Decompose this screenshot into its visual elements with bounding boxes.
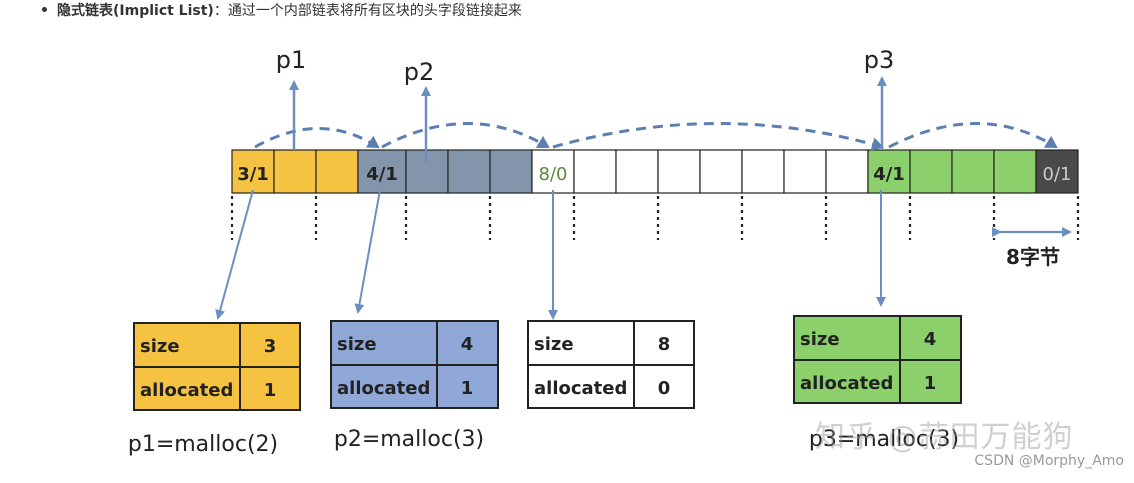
header-label: 4/1 (366, 164, 398, 185)
header-label: 0/1 (1043, 164, 1072, 185)
heap-cell (615, 149, 659, 194)
heap-cell (573, 149, 617, 194)
allocated-label: allocated (337, 378, 430, 399)
heap-cell (909, 149, 953, 194)
bullet-desc: ：通过一个内部链表将所有区块的头字段链接起来 (213, 3, 522, 19)
heap-cell (993, 149, 1037, 194)
allocated-label: allocated (534, 378, 627, 399)
size-value: 4 (461, 334, 474, 355)
pointer-label-p3: p3 (864, 46, 895, 74)
size-value: 8 (658, 334, 671, 355)
heap-cell (315, 149, 359, 194)
header-table-p2: size 4 allocated 1 (330, 320, 499, 409)
header-label: 4/1 (873, 164, 905, 185)
allocated-value: 1 (264, 380, 277, 401)
allocated-label: allocated (800, 373, 893, 394)
pointer-label-p2: p2 (404, 58, 435, 86)
word-size-label: 8字节 (1006, 245, 1060, 269)
heap-row (231, 149, 1079, 194)
heap-cell (489, 149, 533, 194)
header-label: 3/1 (237, 164, 269, 185)
implicit-link-arrow (552, 122, 884, 151)
allocated-value: 1 (461, 378, 474, 399)
size-value: 4 (924, 329, 937, 350)
pointer-arrows (289, 76, 887, 162)
word-boundaries (230, 196, 1080, 240)
heap-cell (447, 149, 491, 194)
heap-cell (783, 149, 827, 194)
zhihu-watermark: 知乎 @蒜田万能狗 (815, 420, 1074, 455)
bullet-line: 隐式链表(Implict List)：通过一个内部链表将所有区块的头字段链接起来 (42, 0, 522, 20)
heap-cell (231, 149, 275, 194)
malloc-caption-p2: p2=malloc(3) (334, 427, 484, 452)
header-table-p3: size 4 allocated 1 (793, 315, 962, 404)
malloc-caption-p3: p3=malloc(3) (809, 427, 959, 452)
size-label: size (534, 334, 574, 355)
heap-cell (357, 149, 407, 194)
implicit-link-arrow (254, 127, 380, 149)
size-label: size (800, 329, 840, 350)
heap-cell (699, 149, 743, 194)
size-label: size (140, 336, 180, 357)
header-detail-arrow (354, 189, 381, 314)
implicit-link-arrow (381, 122, 550, 149)
word-size-indicator: 8字节 (992, 227, 1072, 269)
bullet-term: 隐式链表(Implict List) (57, 3, 214, 19)
heap-cell (741, 149, 785, 194)
header-table-free: size 8 allocated 0 (527, 320, 695, 409)
heap-cell (273, 149, 317, 194)
allocated-label: allocated (140, 380, 233, 401)
heap-cell (657, 149, 701, 194)
heap-cell (1035, 149, 1079, 194)
implicit-link-arrow (888, 122, 1058, 149)
size-value: 3 (264, 336, 277, 357)
header-label: 8/0 (539, 164, 568, 185)
header-detail-arrow (215, 189, 254, 320)
bullet-dot (42, 6, 47, 12)
heap-cell (951, 149, 995, 194)
header-table-p1: size 3 allocated 1 (133, 322, 301, 411)
size-label: size (337, 334, 377, 355)
heap-cell (825, 149, 869, 194)
allocated-value: 0 (658, 378, 671, 399)
pointer-label-p1: p1 (276, 46, 307, 74)
header-detail-arrows (215, 189, 886, 320)
allocated-value: 1 (924, 373, 937, 394)
implicit-links (254, 122, 1058, 151)
malloc-caption-p1: p1=malloc(2) (128, 432, 278, 457)
csdn-watermark: CSDN @Morphy_Amo (974, 453, 1124, 469)
